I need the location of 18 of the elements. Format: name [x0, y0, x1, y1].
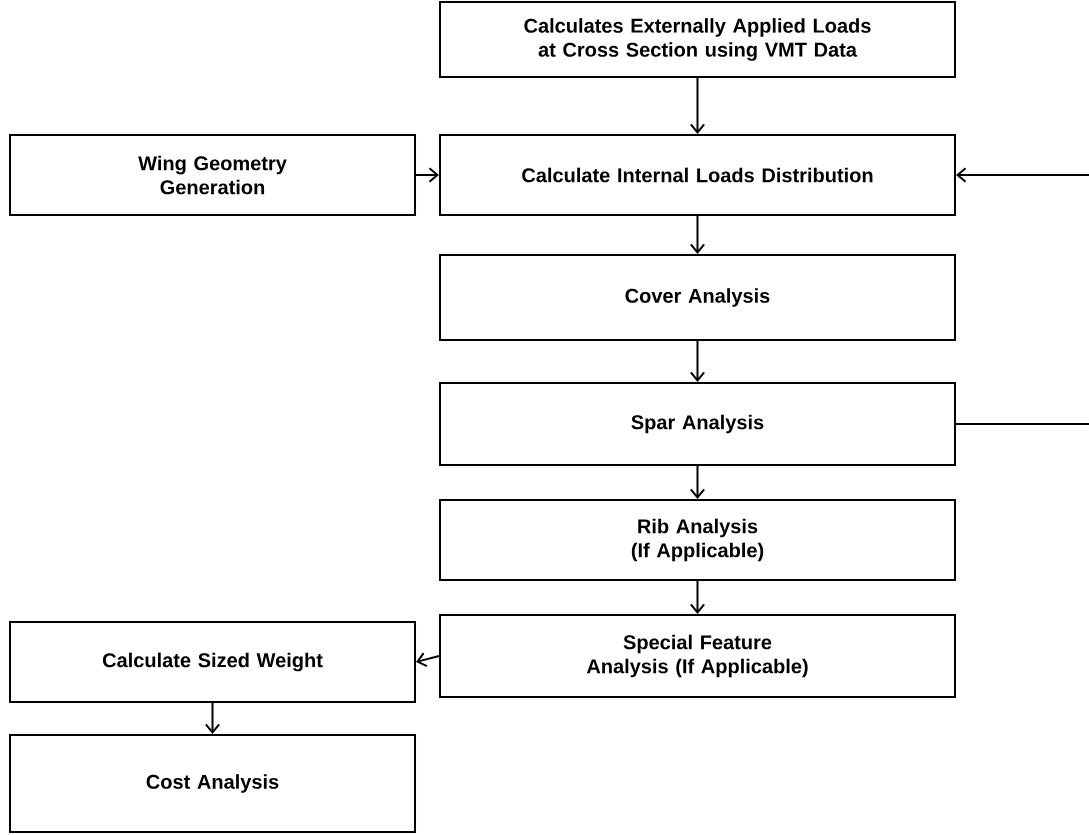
arrow: [689, 340, 706, 382]
arrow: [416, 652, 440, 668]
process-box: Calculates Externally Applied Loads at Cross Section using VMT Data: [439, 1, 956, 78]
arrow: [204, 702, 221, 734]
process-box: Wing Geometry Generation: [9, 134, 416, 216]
arrow: [689, 215, 706, 254]
process-box: Cover Analysis: [439, 254, 956, 341]
arrow: [956, 167, 1089, 183]
process-box: Rib Analysis (If Applicable): [439, 499, 956, 581]
arrow: [415, 167, 439, 183]
process-box: Calculate Internal Loads Distribution: [439, 134, 956, 216]
arrow: [689, 465, 706, 499]
process-box: Special Feature Analysis (If Applicable): [439, 614, 956, 698]
arrow: [689, 580, 706, 614]
process-box: Calculate Sized Weight: [9, 621, 416, 703]
process-box: Spar Analysis: [439, 382, 956, 466]
arrow: [689, 77, 706, 134]
process-box: Cost Analysis: [9, 734, 416, 833]
